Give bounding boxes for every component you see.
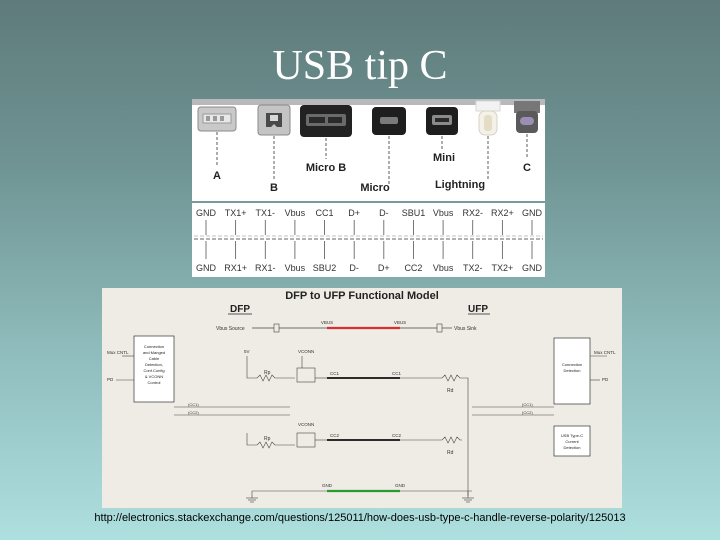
ufp-detection-block xyxy=(553,337,591,405)
pin-label: Vbus xyxy=(433,263,454,273)
vbus-left-label: VBUS xyxy=(321,320,333,325)
dfp-block-line: Detection, xyxy=(145,362,163,367)
connector-types-image: A B Micro B Micro Mini Lightning C xyxy=(192,99,545,201)
v5-label: 5V xyxy=(244,349,250,354)
vbus-sink-label: Vbus Sink xyxy=(454,326,477,332)
ground-symbol-left xyxy=(246,491,258,503)
pd-right: PD xyxy=(602,377,609,382)
ufp-block-line2: Detection xyxy=(564,368,581,373)
label-micro-b: Micro B xyxy=(306,162,346,174)
rp-label-1: Rp xyxy=(264,370,271,376)
gnd-right-label: GND xyxy=(395,483,406,488)
micro-connector xyxy=(372,107,406,135)
usb-b-connector xyxy=(257,104,291,136)
cc1-paren-right: (CC1) xyxy=(522,402,533,407)
cc1-label-right: CC1 xyxy=(392,371,401,376)
dfp-block-line: and Manged xyxy=(143,350,165,355)
cc2-paren-right: (CC2) xyxy=(522,410,533,415)
cc2-label-left: CC2 xyxy=(330,433,339,438)
label-c: C xyxy=(523,162,531,174)
rd-label-1: Rd xyxy=(447,388,454,394)
dfp-block-line: Conf.Config xyxy=(143,368,164,373)
current-block-line3: Detection xyxy=(564,445,581,450)
vconn-label-2: VCONN xyxy=(298,422,314,427)
cc1-paren-left: (CC1) xyxy=(188,402,199,407)
pin-label: D- xyxy=(379,208,389,218)
pin-label: GND xyxy=(196,263,217,273)
vconn-label-1: VCONN xyxy=(298,349,314,354)
ufp-block-line1: Connection xyxy=(562,362,582,367)
pin-label: TX1+ xyxy=(225,208,247,218)
current-detection-block xyxy=(553,425,591,457)
cc1-label-left: CC1 xyxy=(330,371,339,376)
pin-label: Vbus xyxy=(433,208,454,218)
diagram-title: DFP to UFP Functional Model xyxy=(285,290,439,302)
dfp-block-line: & VCONN xyxy=(145,374,163,379)
pin-label: GND xyxy=(196,208,217,218)
vbus-right-label: VBUS xyxy=(394,320,406,325)
pin-label: RX2- xyxy=(462,208,483,218)
mini-connector xyxy=(426,107,458,135)
gnd-left-label: GND xyxy=(322,483,333,488)
cc2-paren-left: (CC2) xyxy=(188,410,199,415)
dfp-block-line: Connection xyxy=(144,344,164,349)
label-lightning: Lightning xyxy=(435,179,485,191)
pin-label: CC2 xyxy=(404,263,422,273)
dfp-control-block xyxy=(133,335,175,403)
pin-label: CC1 xyxy=(316,208,334,218)
pin-label: TX2+ xyxy=(491,263,513,273)
dfp-ufp-diagram: DFP to UFP Functional Model DFP UFP Vbus… xyxy=(102,288,622,508)
pin-label: Vbus xyxy=(285,263,306,273)
pin-label: D+ xyxy=(378,263,390,273)
vbus-source-label: Vbus Source xyxy=(216,326,245,332)
mux-ctrl-left: Mux CNTL xyxy=(107,350,129,355)
label-b: B xyxy=(270,182,278,194)
pin-label: GND xyxy=(522,208,543,218)
dfp-label: DFP xyxy=(230,304,250,315)
current-block-line2: Current xyxy=(565,439,579,444)
pin-label: RX1- xyxy=(255,263,276,273)
label-a: A xyxy=(213,170,221,182)
rp-label-2: Rp xyxy=(264,436,271,442)
source-url: http://electronics.stackexchange.com/que… xyxy=(94,512,626,524)
pin-label: D+ xyxy=(348,208,360,218)
pd-left: PD xyxy=(107,377,114,382)
pin-label: GND xyxy=(522,263,543,273)
pin-label: TX2- xyxy=(463,263,483,273)
pin-label: RX1+ xyxy=(224,263,247,273)
pin-label: TX1- xyxy=(256,208,276,218)
mux-ctrl-right: Mux CNTL xyxy=(594,350,616,355)
usb-c-connector xyxy=(514,101,540,133)
pin-label: D- xyxy=(349,263,359,273)
pin-label: Vbus xyxy=(285,208,306,218)
dfp-block-line: Cable xyxy=(149,356,160,361)
current-block-line1: USB Type-C xyxy=(561,433,583,438)
ufp-label: UFP xyxy=(468,304,488,315)
label-micro: Micro xyxy=(360,182,390,194)
rd-label-2: Rd xyxy=(447,450,454,456)
dfp-block-line: Control xyxy=(148,380,161,385)
slide-title: USB tip C xyxy=(272,43,448,89)
pin-label: SBU1 xyxy=(402,208,426,218)
micro-b-connector xyxy=(300,105,352,137)
label-mini: Mini xyxy=(433,152,455,164)
cc2-label-right: CC2 xyxy=(392,433,401,438)
lightning-connector xyxy=(475,100,501,136)
pin-label: RX2+ xyxy=(491,208,514,218)
usb-a-connector xyxy=(197,106,237,132)
pin-label: SBU2 xyxy=(313,263,337,273)
ground-symbol-right xyxy=(462,491,474,503)
